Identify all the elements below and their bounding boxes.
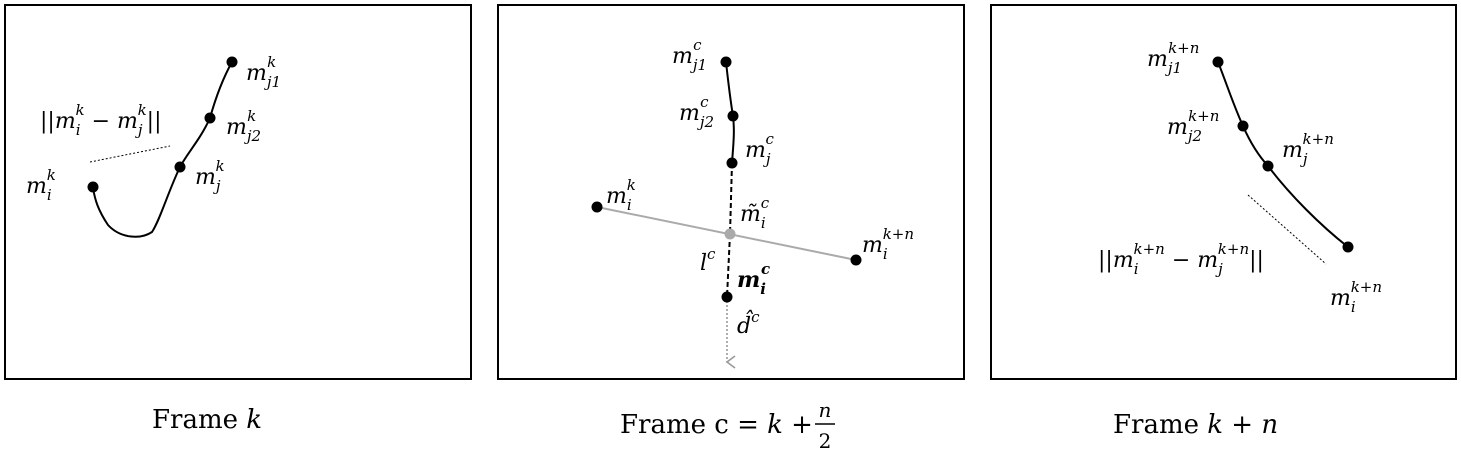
label-direction-d: d̂c <box>737 308 760 339</box>
panel-border <box>4 4 472 380</box>
distance-label: ||mik+n − mjk+n|| <box>1098 240 1264 278</box>
point-mj2 <box>1237 120 1249 132</box>
point-mj <box>174 161 186 173</box>
label-mj2: mj2k+n <box>1167 107 1219 145</box>
panel-frame-kn: mj1k+n mj2k+n mjk+n mik+n ||mik+n − mjk+… <box>990 4 1457 380</box>
point-mi-tilde <box>724 228 736 240</box>
point-mi-bold <box>721 291 733 303</box>
label-mj: mjk+n <box>1282 130 1334 168</box>
label-mj1: mj1c <box>672 36 707 74</box>
point-mj <box>1262 160 1274 172</box>
panel-border <box>497 4 965 380</box>
dashed-lower <box>726 233 731 298</box>
label-mj1: mj1k+n <box>1147 39 1199 77</box>
point-mikn <box>850 254 862 266</box>
label-mikn: mik+n <box>862 225 914 263</box>
point-mj2 <box>727 110 739 122</box>
point-mj2 <box>204 112 216 124</box>
point-mj1 <box>720 56 732 68</box>
label-mj2: mj2k <box>226 107 261 145</box>
distance-label: ||mik − mjk|| <box>40 101 161 139</box>
trajectory-curve <box>92 61 233 238</box>
caption-text: Frame c = k + <box>620 410 813 440</box>
label-mj: mjc <box>745 130 775 168</box>
point-mj1 <box>226 56 238 68</box>
caption-frame-k: Frame k <box>152 405 262 435</box>
panel-border <box>990 4 1457 380</box>
point-mi <box>1342 241 1354 253</box>
label-mj1: mj1k <box>246 53 281 91</box>
panel-frame-k: mj1k mj2k mjk mik ||mik − mjk|| <box>4 4 472 380</box>
point-mi <box>87 181 99 193</box>
label-mik: mik <box>606 176 636 214</box>
caption-frame-kn: Frame k + n <box>1113 410 1278 440</box>
label-mj: mjk <box>195 157 225 195</box>
label-mi: mik <box>26 166 56 204</box>
caption-frac-den: 2 <box>819 429 832 453</box>
label-line-l: lc <box>700 245 716 276</box>
point-mj <box>726 157 738 169</box>
dashed-upper <box>729 162 733 235</box>
point-mj1 <box>1212 56 1224 68</box>
label-mi-tilde: m̃ic <box>740 194 770 232</box>
panel-frame-c: mj1c mj2c mjc mik m̃ic mik+n mic lc d̂c <box>497 4 965 380</box>
point-mik <box>591 201 603 213</box>
caption-frac-num: n <box>819 398 832 422</box>
label-mi: mik+n <box>1330 278 1382 316</box>
label-mi-bold: mic <box>737 260 770 298</box>
label-mj2: mj2c <box>679 93 714 131</box>
trajectory-curve <box>1217 61 1349 248</box>
distance-dotted-line <box>1247 194 1327 265</box>
caption-frame-c: Frame c = k + n 2 <box>620 398 835 453</box>
distance-dotted-line <box>89 145 171 163</box>
